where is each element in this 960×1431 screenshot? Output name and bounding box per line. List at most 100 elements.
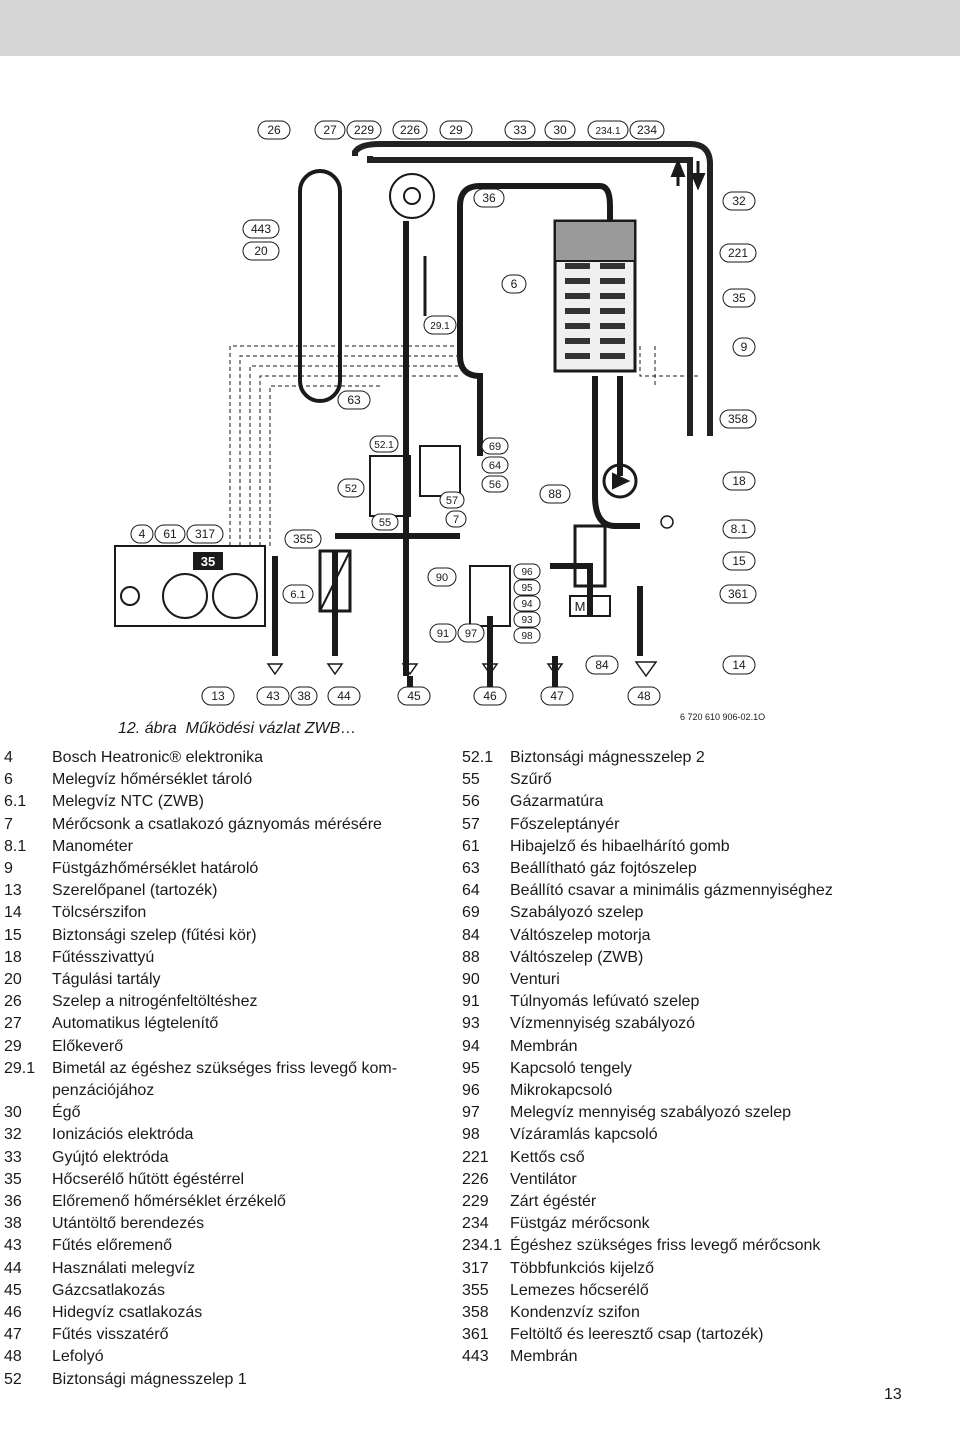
legend-item-number: 94 (462, 1037, 480, 1055)
callout-52-1: 52.1 (369, 435, 399, 453)
legend-item-text: Főszeleptányér (510, 815, 620, 833)
callout-45: 45 (397, 686, 431, 706)
legend-item-text: Automatikus légtelenítő (52, 1015, 219, 1033)
motor-label: M (575, 599, 586, 614)
legend-item-number: 97 (462, 1104, 480, 1122)
callout-93: 93 (513, 611, 541, 628)
svg-text:226: 226 (400, 123, 420, 137)
callout-6: 6 (501, 274, 527, 294)
svg-text:9: 9 (741, 340, 748, 354)
legend-item-number: 69 (462, 904, 480, 922)
legend-item-text: Váltószelep motorja (510, 926, 651, 944)
legend-item-text: Kondenzvíz szifon (510, 1304, 640, 1322)
svg-text:90: 90 (436, 572, 448, 584)
legend-item-text: Zárt égéstér (510, 1193, 597, 1211)
document-reference: 6 720 610 906-02.1O (680, 712, 766, 722)
callout-35: 35 (722, 288, 756, 308)
callout-30: 30 (544, 120, 576, 140)
svg-text:18: 18 (732, 474, 746, 488)
callout-98: 98 (513, 627, 541, 644)
callout-27: 27 (314, 120, 346, 140)
legend-item-number: 33 (4, 1148, 22, 1166)
legend-item-text: Szűrő (510, 771, 552, 789)
legend-item: 221 Kettős cső (462, 1147, 882, 1169)
svg-text:45: 45 (407, 689, 421, 703)
legend-item-number: 355 (462, 1281, 489, 1299)
svg-text:63: 63 (347, 393, 361, 407)
svg-text:84: 84 (595, 658, 609, 672)
callout-14: 14 (722, 655, 756, 675)
callout-20: 20 (242, 241, 280, 261)
legend-item-number: 56 (462, 793, 480, 811)
svg-text:47: 47 (550, 689, 564, 703)
legend-item-text: Vízmennyiség szabályozó (510, 1015, 695, 1033)
legend-item-text: Gázcsatlakozás (52, 1281, 165, 1299)
legend-item-text: Tölcsérszifon (52, 904, 147, 922)
svg-text:46: 46 (483, 689, 497, 703)
legend-item-text: Bimetál az égéshez szükséges friss leveg… (52, 1059, 398, 1077)
callout-90: 90 (427, 567, 457, 587)
legend-item-number: 9 (4, 860, 13, 878)
legend-item-text: Lefolyó (52, 1348, 104, 1366)
legend-item-text: Membrán (510, 1348, 578, 1366)
svg-text:20: 20 (254, 244, 268, 258)
svg-text:6: 6 (511, 277, 518, 291)
callout-52: 52 (337, 478, 365, 498)
svg-text:8.1: 8.1 (731, 522, 748, 536)
legend-item-text: Feltöltő és leeresztő csap (tartozék) (510, 1326, 764, 1344)
legend-item-number: 221 (462, 1148, 489, 1166)
svg-text:93: 93 (521, 615, 533, 626)
svg-text:43: 43 (266, 689, 280, 703)
legend-item-text: Melegvíz mennyiség szabályozó szelep (510, 1104, 792, 1122)
callout-443: 443 (242, 219, 280, 239)
callout-18: 18 (722, 471, 756, 491)
callout-48: 48 (627, 686, 661, 706)
callout-8-1: 8.1 (722, 519, 756, 539)
legend-item-number: 4 (4, 749, 13, 766)
legend-item-text: Ventilátor (510, 1170, 577, 1188)
legend-item-number: 91 (462, 993, 480, 1011)
legend-item-number: 7 (4, 815, 13, 833)
callout-29-1: 29.1 (423, 315, 457, 335)
legend-item-text: Égéshez szükséges friss levegő mérőcsonk (510, 1237, 821, 1255)
svg-text:94: 94 (521, 599, 533, 610)
svg-text:6.1: 6.1 (290, 589, 305, 601)
legend-item-number: 226 (462, 1170, 489, 1188)
legend-item-text: Előkeverő (52, 1037, 124, 1055)
callout-361: 361 (719, 584, 757, 604)
svg-text:96: 96 (521, 567, 533, 578)
legend-item-number: 6 (4, 771, 13, 789)
legend-item-number: 52.1 (462, 749, 494, 766)
legend-item-text: penzációjához (52, 1082, 155, 1100)
legend-item-number: 47 (4, 1326, 22, 1344)
legend-item-text: Kettős cső (510, 1148, 585, 1166)
multifunction-display (193, 552, 223, 570)
svg-text:88: 88 (548, 487, 562, 501)
callout-43: 43 (256, 686, 290, 706)
legend-item-number: 35 (4, 1170, 22, 1188)
